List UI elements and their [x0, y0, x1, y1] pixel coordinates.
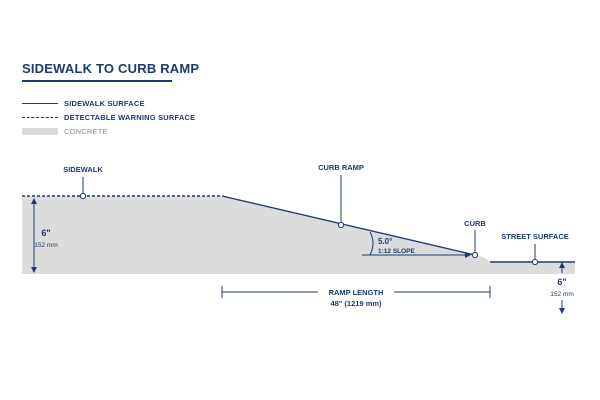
legend-label: DETECTABLE WARNING SURFACE	[64, 112, 196, 122]
slope-angle-value: 5.0°	[378, 237, 392, 246]
ramp-length-label-backdrop	[318, 286, 394, 298]
legend-item-concrete: CONCRETE	[22, 125, 108, 137]
arrow-down-icon	[559, 308, 565, 314]
legend-item-detectable-warning: DETECTABLE WARNING SURFACE	[22, 111, 195, 123]
left-height-mm: 152 mm	[34, 242, 57, 249]
legend-dashed-line-swatch	[22, 116, 58, 118]
ramp-length-label: RAMP LENGTH	[329, 288, 384, 297]
arrow-up-icon	[31, 198, 37, 204]
legend-solid-line-swatch	[22, 102, 58, 104]
arrow-up-icon	[559, 262, 565, 268]
legend-item-sidewalk-surface: SIDEWALK SURFACE	[22, 97, 145, 109]
ramp-surface-line	[221, 195, 476, 256]
slope-ratio-label: 1:12 SLOPE	[378, 248, 416, 255]
curb-label: CURB	[464, 219, 486, 228]
street-surface-marker	[531, 258, 539, 266]
curb-marker	[471, 251, 479, 259]
left-height-value: 6"	[41, 228, 50, 238]
slope-arrow-icon	[465, 252, 471, 258]
curb-ramp-marker	[337, 221, 345, 229]
sidewalk-label: SIDEWALK	[63, 165, 103, 174]
sidewalk-marker	[79, 192, 87, 200]
curb-ramp-label: CURB RAMP	[318, 163, 364, 172]
street-surface-label: STREET SURFACE	[501, 232, 569, 241]
title-underline	[22, 80, 172, 82]
right-height-value: 6"	[557, 277, 566, 287]
arrow-down-icon	[31, 267, 37, 273]
legend-label: CONCRETE	[64, 126, 108, 136]
legend-label: SIDEWALK SURFACE	[64, 98, 145, 108]
slope-angle-arc	[369, 231, 374, 256]
legend-concrete-swatch	[22, 127, 58, 135]
diagram-title: SIDEWALK TO CURB RAMP	[22, 61, 200, 76]
right-height-mm: 152 mm	[550, 291, 573, 298]
ramp-length-value: 48" (1219 mm)	[330, 299, 382, 308]
